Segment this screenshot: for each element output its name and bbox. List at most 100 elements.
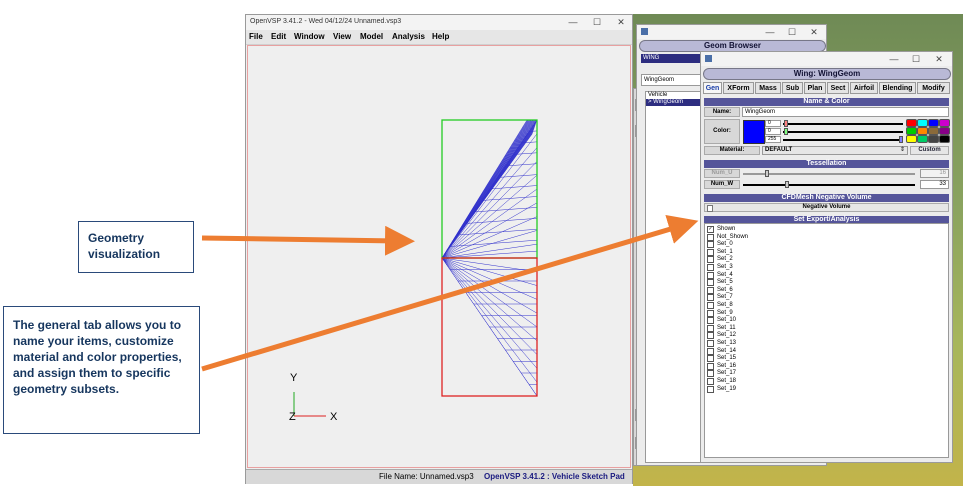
set-checkbox[interactable]: [707, 385, 714, 393]
tree-item-winggeom[interactable]: > WingGeom: [646, 99, 706, 106]
geom-name-field[interactable]: WingGeom: [641, 74, 705, 86]
maximize-button[interactable]: ☐: [592, 17, 602, 27]
set-item[interactable]: Set_17: [707, 370, 736, 378]
palette-swatch[interactable]: [906, 135, 917, 143]
set-item[interactable]: Set_18: [707, 378, 736, 385]
set-checkbox[interactable]: [707, 347, 714, 355]
set-checkbox[interactable]: [707, 370, 714, 378]
palette-swatch[interactable]: [917, 119, 928, 127]
tab-modify[interactable]: Modify: [917, 82, 950, 94]
set-checkbox[interactable]: [707, 340, 714, 347]
tab-plan[interactable]: Plan: [804, 82, 826, 94]
material-dropdown[interactable]: DEFAULT: [762, 146, 908, 155]
tree-item-vehicle[interactable]: Vehicle: [648, 92, 668, 98]
color-r-slider[interactable]: [783, 123, 903, 125]
color-swatch[interactable]: [743, 120, 765, 144]
tab-gen[interactable]: Gen: [703, 82, 722, 94]
set-checkbox[interactable]: [707, 355, 714, 363]
set-checkbox[interactable]: [707, 362, 714, 370]
menu-help[interactable]: Help: [432, 32, 450, 41]
set-item[interactable]: Set_2: [707, 256, 733, 264]
set-item[interactable]: Set_5: [707, 279, 733, 287]
menu-edit[interactable]: Edit: [271, 32, 287, 41]
tab-xform[interactable]: XForm: [723, 82, 754, 94]
set-checkbox[interactable]: [707, 286, 714, 294]
set-checkbox[interactable]: [707, 317, 714, 325]
set-item[interactable]: Set_7: [707, 294, 733, 302]
set-item[interactable]: Set_10: [707, 317, 736, 325]
set-item[interactable]: Set_16: [707, 362, 736, 370]
color-g-knob[interactable]: [784, 128, 788, 135]
palette-swatch[interactable]: [906, 127, 917, 135]
color-g-input[interactable]: 0: [765, 128, 781, 135]
set-checkbox[interactable]: [707, 294, 714, 302]
set-checkbox[interactable]: ✓: [707, 226, 714, 233]
set-checkbox[interactable]: [707, 324, 714, 332]
tab-mass[interactable]: Mass: [755, 82, 781, 94]
num-w-slider[interactable]: [743, 184, 915, 186]
menu-window[interactable]: Window: [294, 32, 325, 41]
set-item[interactable]: Set_8: [707, 302, 733, 309]
geometry-viewport[interactable]: Y Z X: [247, 45, 631, 468]
color-r-knob[interactable]: [784, 120, 788, 127]
set-item[interactable]: Set_11: [707, 324, 736, 332]
palette-swatch[interactable]: [939, 127, 950, 135]
wing-title-bar[interactable]: — ☐ ✕: [701, 52, 952, 66]
set-item[interactable]: Set_13: [707, 340, 736, 347]
palette-swatch[interactable]: [939, 119, 950, 127]
wing-close-button[interactable]: ✕: [935, 54, 943, 64]
minimize-button[interactable]: —: [568, 17, 578, 27]
set-checkbox[interactable]: [707, 332, 714, 340]
menu-analysis[interactable]: Analysis: [392, 32, 425, 41]
set-item[interactable]: ✓Shown: [707, 226, 735, 233]
num-w-input[interactable]: 33: [920, 180, 949, 189]
set-checkbox[interactable]: [707, 256, 714, 264]
color-b-knob[interactable]: [899, 136, 903, 143]
set-item[interactable]: Set_1: [707, 248, 733, 256]
num-u-knob[interactable]: [765, 170, 769, 177]
palette-swatch[interactable]: [917, 135, 928, 143]
set-item[interactable]: Set_19: [707, 385, 736, 393]
tab-sect[interactable]: Sect: [827, 82, 849, 94]
set-item[interactable]: Set_0: [707, 241, 733, 249]
set-checkbox[interactable]: [707, 271, 714, 279]
set-checkbox[interactable]: [707, 302, 714, 309]
palette-swatch[interactable]: [939, 135, 950, 143]
menu-view[interactable]: View: [333, 32, 352, 41]
geom-tree[interactable]: Vehicle > WingGeom: [645, 91, 707, 463]
color-b-slider[interactable]: [783, 139, 903, 141]
set-checkbox[interactable]: [707, 279, 714, 287]
num-u-slider[interactable]: [743, 173, 915, 175]
set-item[interactable]: Set_4: [707, 271, 733, 279]
color-g-slider[interactable]: [783, 131, 903, 133]
close-button[interactable]: ✕: [617, 17, 625, 27]
set-checkbox[interactable]: [707, 248, 714, 256]
color-palette[interactable]: [906, 119, 950, 143]
main-title-bar[interactable]: OpenVSP 3.41.2 - Wed 04/12/24 Unnamed.vs…: [246, 15, 632, 30]
tab-sub[interactable]: Sub: [782, 82, 803, 94]
palette-swatch[interactable]: [917, 127, 928, 135]
negative-volume-checkbox[interactable]: [707, 205, 713, 212]
palette-swatch[interactable]: [906, 119, 917, 127]
color-r-input[interactable]: 0: [765, 120, 781, 127]
set-item[interactable]: Set_3: [707, 264, 733, 271]
gb-maximize-button[interactable]: ☐: [787, 27, 797, 37]
set-item[interactable]: Set_6: [707, 286, 733, 294]
palette-swatch[interactable]: [928, 127, 939, 135]
palette-swatch[interactable]: [928, 135, 939, 143]
wing-maximize-button[interactable]: ☐: [911, 54, 921, 64]
set-item[interactable]: Set_15: [707, 355, 736, 363]
set-checkbox[interactable]: [707, 378, 714, 385]
set-checkbox[interactable]: [707, 264, 714, 271]
num-u-input[interactable]: 16: [920, 169, 949, 178]
wing-minimize-button[interactable]: —: [889, 54, 899, 64]
set-checkbox[interactable]: [707, 233, 714, 241]
custom-material-button[interactable]: Custom: [910, 146, 949, 155]
num-w-knob[interactable]: [785, 181, 789, 188]
tab-blending[interactable]: Blending: [879, 82, 916, 94]
negative-volume-toggle[interactable]: Negative Volume: [704, 203, 949, 212]
tab-airfoil[interactable]: Airfoil: [850, 82, 878, 94]
set-item[interactable]: Set_14: [707, 347, 736, 355]
name-input[interactable]: WingGeom: [742, 107, 949, 117]
